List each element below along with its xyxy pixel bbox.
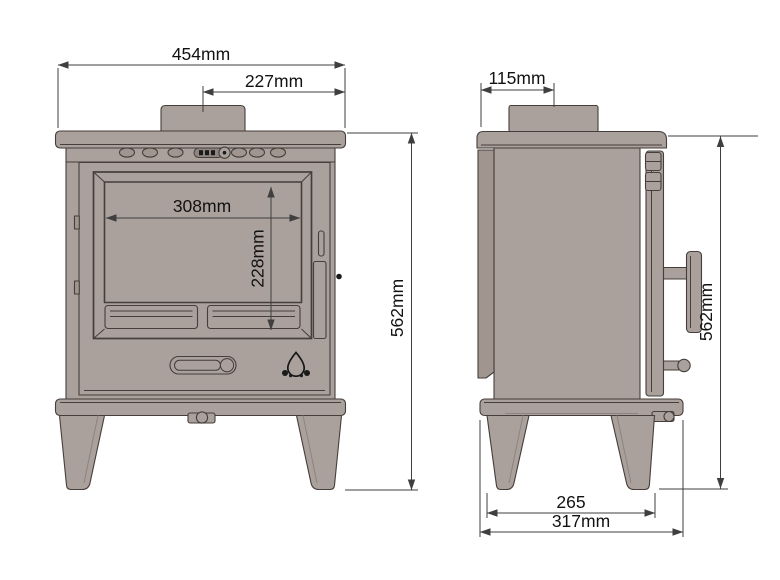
dimension-side-overall-height: 562mm: [659, 135, 758, 490]
dimension-side-flue-offset: 115mm: [480, 68, 555, 127]
dimension-glass-height: 228mm: [248, 186, 275, 331]
dimension-front-flue-offset: 227mm: [202, 71, 346, 112]
front-view: [54, 104, 347, 491]
dim-label-front-width: 454mm: [172, 44, 230, 64]
vent-oval: [248, 147, 266, 158]
vent-oval: [167, 147, 184, 158]
vent-oval: [269, 147, 287, 158]
side-rear-leg: [486, 414, 530, 491]
latch-knob-side: [662, 358, 691, 373]
dim-label-glass-height: 228mm: [248, 229, 268, 287]
leg-shade-line: [83, 415, 99, 484]
front-right-leg: [295, 414, 343, 491]
top-plate-side: [476, 130, 668, 149]
base-latch: [187, 411, 216, 424]
flue-collar-side: [508, 104, 599, 133]
door-hinge: [73, 280, 80, 295]
door-handle-side: [662, 250, 703, 334]
door-hinge: [73, 215, 80, 230]
dimension-leg-spacing: 265: [486, 492, 656, 518]
door-frame: [92, 171, 313, 340]
door-latch: [312, 230, 342, 340]
side-front-leg: [610, 414, 656, 491]
flame-logo-icon: [282, 351, 310, 378]
vent-oval: [141, 147, 159, 158]
front-left-leg: [58, 414, 106, 491]
leg-shade-line: [302, 415, 318, 484]
dim-label-front-height: 562mm: [387, 279, 407, 337]
dim-label-leg-spacing: 265: [556, 492, 585, 512]
air-slider-control: [193, 146, 231, 159]
side-view: [476, 104, 703, 491]
top-plate: [54, 130, 347, 149]
leg-shade-line: [508, 415, 524, 484]
door-side-profile: [644, 150, 665, 397]
base-bracket-side: [651, 410, 675, 423]
dim-label-front-flue-offset: 227mm: [245, 71, 303, 91]
rear-heat-shield: [477, 149, 495, 379]
air-vent-row: [118, 146, 287, 159]
frame-bevel: [93, 171, 312, 339]
base-plate-side: [479, 398, 684, 417]
door-handle-slot: [169, 355, 237, 375]
vent-oval: [118, 147, 136, 158]
air-louvres: [104, 304, 301, 330]
vent-oval: [230, 147, 248, 158]
dimension-front-overall-height: 562mm: [345, 132, 418, 491]
dimension-side-overall-depth: 317mm: [479, 420, 684, 537]
flue-collar: [160, 104, 246, 132]
dim-label-side-flue-offset: 115mm: [488, 68, 545, 88]
dimension-front-overall-width: 454mm: [57, 44, 346, 128]
stove-body-side: [493, 146, 641, 401]
leg-shade-line: [616, 415, 632, 484]
dim-label-side-depth: 317mm: [552, 511, 610, 531]
dim-label-glass-width: 308mm: [173, 196, 231, 216]
dim-label-side-height: 562mm: [696, 283, 716, 341]
